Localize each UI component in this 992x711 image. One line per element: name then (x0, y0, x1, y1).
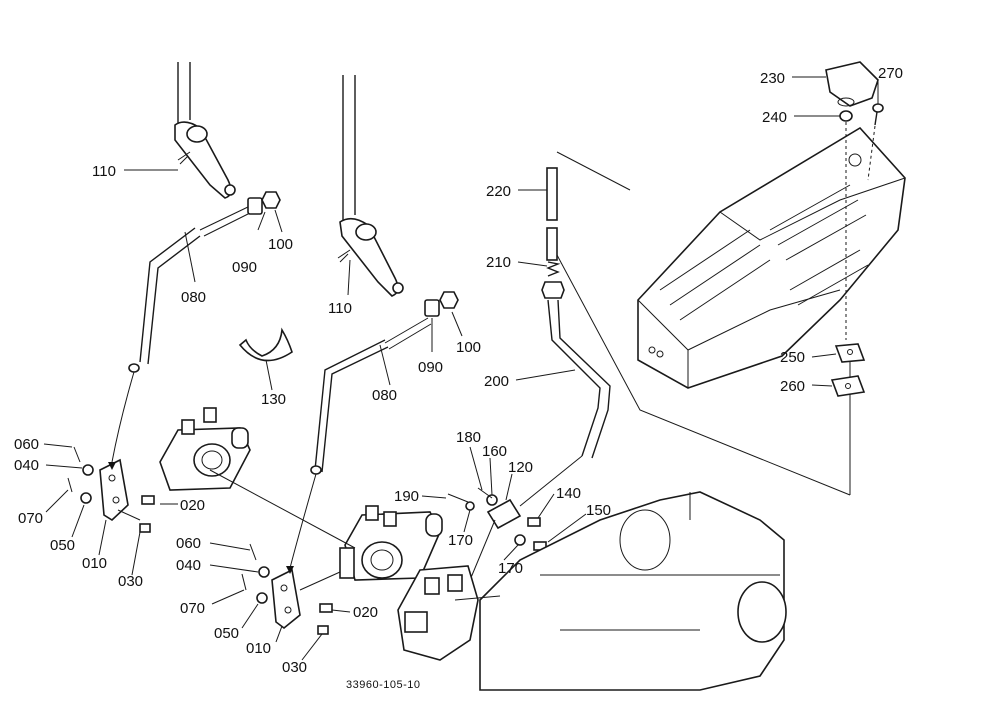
control-valve-center (339, 505, 443, 581)
label-070-center: 070 (180, 600, 205, 617)
label-150: 150 (586, 502, 611, 519)
hardware-left (67, 446, 155, 533)
cotter-pin-110-center (337, 249, 351, 263)
label-190: 190 (394, 488, 419, 505)
label-120: 120 (508, 459, 533, 476)
nut-240 (839, 110, 853, 122)
label-250: 250 (780, 349, 805, 366)
transmission-housing (479, 491, 787, 691)
label-050-center: 050 (214, 625, 239, 642)
hydraulic-valve-block (397, 565, 501, 661)
label-140: 140 (556, 485, 581, 502)
label-110-left: 110 (92, 163, 116, 180)
label-210: 210 (486, 254, 511, 271)
label-170-right: 170 (498, 560, 523, 577)
control-valve-left (159, 407, 251, 491)
label-100-center: 100 (456, 339, 481, 356)
label-100-left: 100 (268, 236, 293, 253)
drawing-number: 33960-105-10 (346, 679, 421, 691)
label-170-left: 170 (448, 532, 473, 549)
label-180: 180 (456, 429, 481, 446)
rod-200 (519, 281, 611, 507)
plate-260 (830, 375, 866, 397)
label-030-center: 030 (282, 659, 307, 676)
label-130: 130 (261, 391, 286, 408)
label-040-center: 040 (176, 557, 201, 574)
rod-080-center (310, 317, 432, 475)
clip-130 (238, 327, 293, 362)
label-160: 160 (482, 443, 507, 460)
bolt-270 (872, 103, 884, 126)
label-040-left: 040 (14, 457, 39, 474)
nut-090-100-center (424, 291, 459, 317)
label-050-left: 050 (50, 537, 75, 554)
label-060-left: 060 (14, 436, 39, 453)
lever-arm-center (339, 75, 404, 297)
label-090-center: 090 (418, 359, 443, 376)
label-230: 230 (760, 70, 785, 87)
rod-080-left (128, 205, 253, 373)
tank-cover (637, 126, 906, 389)
bracket-010-center (271, 568, 301, 630)
label-030-left: 030 (118, 573, 143, 590)
knob-230 (825, 61, 879, 107)
rod-220 (546, 167, 558, 261)
label-220: 220 (486, 183, 511, 200)
leader-lines (43, 76, 879, 661)
label-020-left: 020 (180, 497, 205, 514)
plate-250 (834, 343, 866, 363)
bracket-010-left (99, 458, 129, 522)
label-060-center: 060 (176, 535, 201, 552)
label-020-center: 020 (353, 604, 378, 621)
label-010-left: 010 (82, 555, 107, 572)
nut-090-100-left (247, 191, 281, 215)
hardware-center (241, 543, 341, 635)
spring-210 (546, 261, 561, 277)
label-270: 270 (878, 65, 903, 82)
label-260: 260 (780, 378, 805, 395)
label-070-left: 070 (18, 510, 43, 527)
label-200: 200 (484, 373, 509, 390)
cotter-pin-110-left (177, 151, 191, 165)
label-010-center: 010 (246, 640, 271, 657)
label-110-center: 110 (328, 300, 352, 317)
label-090-left: 090 (232, 259, 257, 276)
lever-arm-left (174, 62, 236, 199)
label-240: 240 (762, 109, 787, 126)
label-080-left: 080 (181, 289, 206, 306)
label-080-center: 080 (372, 387, 397, 404)
linkage-120 (447, 487, 547, 581)
